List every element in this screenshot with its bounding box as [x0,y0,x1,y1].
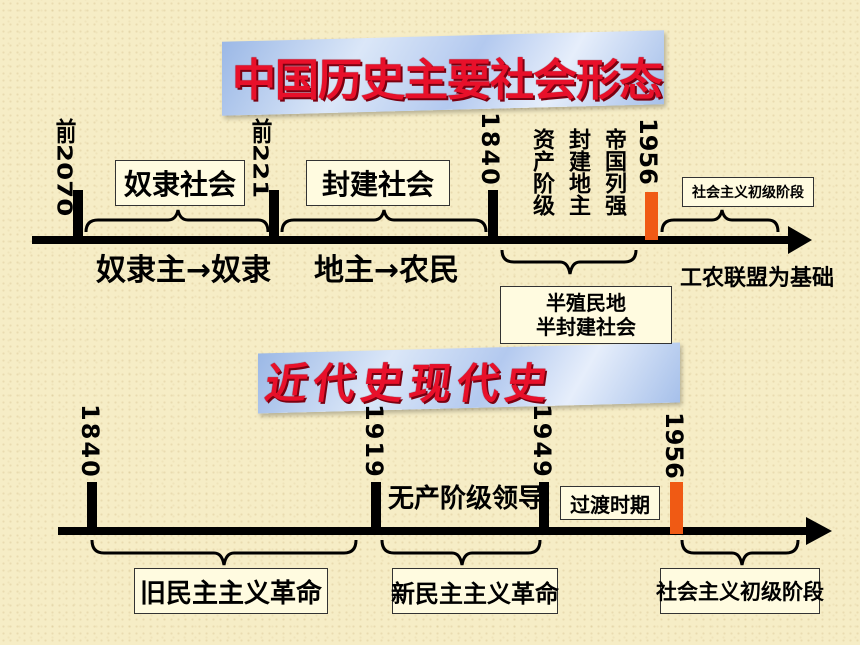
title-modern: 近代史现代史 [262,359,558,408]
feudal-relation-text: 地主→农民 [314,253,460,288]
brace-old-democratic [90,539,358,566]
semi-colonial-line2: 半封建社会 [536,315,636,339]
slave-society-box: 奴隶社会 [115,160,245,206]
brace-feudal-society [280,209,488,233]
bottom-tick-1919 [371,482,381,532]
year-label-2070: 前2070 [52,118,76,217]
brace-primary-stage-bottom [680,539,800,566]
col-feudal-landlord: 封建地主 [565,128,590,216]
top-tick-2070 [73,190,83,240]
year-label-1919: 1919 [360,404,388,479]
year-label-1956-bottom: 1956 [660,412,688,479]
year-label-1949: 1949 [528,404,556,479]
brace-new-democratic [380,539,542,566]
semi-colonial-line1: 半殖民地 [546,291,626,315]
top-tick-1956 [645,192,658,240]
feudal-society-box: 封建社会 [306,160,450,206]
top-tick-221 [269,190,279,240]
year-label-1840-bottom: 1840 [76,404,104,479]
bottom-tick-1949 [539,482,549,532]
transition-box: 过渡时期 [560,486,660,520]
worker-peasant-text: 工农联盟为基础 [680,266,835,291]
top-axis [32,226,812,254]
top-tick-1840 [488,190,498,240]
primary-stage-box-top: 社会主义初级阶段 [682,177,814,207]
proletariat-lead-text: 无产阶级领导 [388,484,545,514]
year-label-1956-top: 1956 [634,118,662,185]
brace-primary-stage-top [660,209,780,233]
new-democratic-box: 新民主主义革命 [391,568,559,614]
bottom-tick-1956 [670,482,683,534]
bottom-axis [58,517,832,545]
slave-relation-text: 奴隶主→奴隶 [96,253,272,288]
col-imperialism: 帝国列强 [601,128,626,216]
title-main: 中国历史主要社会形态 [232,55,663,106]
primary-stage-box-bottom: 社会主义初级阶段 [656,568,824,614]
brace-slave-society [84,209,270,233]
old-democratic-box: 旧民主主义革命 [134,568,328,614]
year-label-1840-top: 1840 [476,112,504,187]
col-bourgeoisie: 资产阶级 [529,128,554,216]
brace-semi-colonial [500,249,638,275]
year-label-221: 前221 [248,118,272,199]
semi-colonial-box: 半殖民地 半封建社会 [500,286,672,344]
bottom-tick-1840 [87,482,97,532]
